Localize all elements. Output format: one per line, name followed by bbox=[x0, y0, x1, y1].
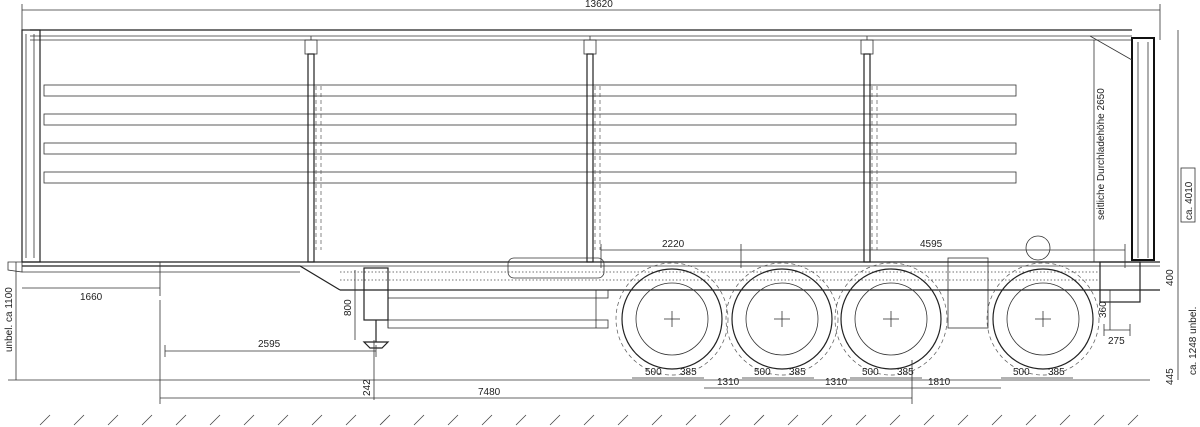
hatch-mark bbox=[243, 414, 255, 426]
dim-axle-gap-3: 1810 bbox=[928, 377, 951, 388]
hatch-mark bbox=[923, 414, 935, 426]
hatch-mark bbox=[1059, 414, 1071, 426]
dim-rear-overhang: 275 bbox=[1108, 336, 1125, 347]
side-stakes bbox=[304, 36, 878, 263]
stake-3 bbox=[860, 36, 878, 263]
dim-axle-spacing-b: 4595 bbox=[920, 239, 943, 250]
dim-rear-bumper-height: 360 bbox=[1098, 301, 1109, 318]
dim-wheel-1-a: 500 bbox=[645, 367, 662, 378]
hatch-mark bbox=[889, 414, 901, 426]
dim-wheel-3-a: 500 bbox=[862, 367, 879, 378]
hatch-mark bbox=[39, 414, 51, 426]
hatch-mark bbox=[1127, 414, 1139, 426]
stake-1 bbox=[304, 36, 322, 263]
hatch-mark bbox=[175, 414, 187, 426]
dimensions: 2220 4595 seitliche Durchladehöhe 2650 c… bbox=[4, 30, 1199, 404]
hatch-mark bbox=[141, 414, 153, 426]
hatch-mark bbox=[787, 414, 799, 426]
dim-total-height: ca. 4010 bbox=[1184, 181, 1195, 220]
dim-landing-gear-pos: 2595 bbox=[258, 339, 281, 350]
hatch-mark bbox=[957, 414, 969, 426]
hatch-mark bbox=[73, 414, 85, 426]
hatch-mark bbox=[753, 414, 765, 426]
dim-wheel-2-a: 500 bbox=[754, 367, 771, 378]
wheel-2 bbox=[725, 262, 839, 376]
hatch-mark bbox=[991, 414, 1003, 426]
hatch-mark bbox=[719, 414, 731, 426]
hatch-mark bbox=[413, 414, 425, 426]
dim-landing-gear-height: 800 bbox=[343, 299, 354, 316]
hatch-mark bbox=[583, 414, 595, 426]
dim-rear-frame: 400 bbox=[1165, 269, 1176, 286]
dim-fifth-wheel-height: unbel. ca 1100 bbox=[4, 287, 15, 352]
dim-frame-height: ca. 1248 unbel. bbox=[1188, 307, 1199, 375]
dim-rear-ground-clearance: 445 bbox=[1165, 368, 1176, 385]
dim-wheel-4-b: 385 bbox=[1048, 367, 1065, 378]
hatch-mark bbox=[1093, 414, 1105, 426]
hatch-mark bbox=[855, 414, 867, 426]
hatch-mark bbox=[685, 414, 697, 426]
hatch-mark bbox=[821, 414, 833, 426]
wheel-4 bbox=[986, 262, 1100, 376]
dim-wheel-2-b: 385 bbox=[789, 367, 806, 378]
hatch-mark bbox=[447, 414, 459, 426]
hatch-mark bbox=[311, 414, 323, 426]
dim-side-loading-height: seitliche Durchladehöhe 2650 bbox=[1096, 88, 1107, 220]
dim-axle-gap-1: 1310 bbox=[717, 377, 740, 388]
hatch-mark bbox=[481, 414, 493, 426]
wheel-3 bbox=[834, 262, 948, 376]
dim-ground-clearance-front: 242 bbox=[362, 379, 373, 396]
dim-axle-gap-2: 1310 bbox=[825, 377, 848, 388]
hatch-mark bbox=[617, 414, 629, 426]
hatch-mark bbox=[1025, 414, 1037, 426]
overall-length-dimension: 13620 bbox=[21, 0, 1161, 40]
wheel-1 bbox=[615, 262, 729, 376]
overall-length-label: 13620 bbox=[585, 0, 613, 10]
hatch-mark bbox=[107, 414, 119, 426]
hatch-mark bbox=[379, 414, 391, 426]
hatch-mark bbox=[277, 414, 289, 426]
hatch-mark bbox=[549, 414, 561, 426]
chassis-details bbox=[340, 235, 1141, 349]
hatch-mark bbox=[345, 414, 357, 426]
wheels bbox=[615, 262, 1100, 376]
hatch-mark bbox=[515, 414, 527, 426]
ground-hatching bbox=[39, 414, 1139, 426]
dim-wheel-3-b: 385 bbox=[897, 367, 914, 378]
stake-2 bbox=[583, 36, 601, 263]
dim-wheel-1-b: 385 bbox=[680, 367, 697, 378]
dim-front-to-axle: 7480 bbox=[478, 387, 501, 398]
dim-axle-spacing-a: 2220 bbox=[662, 239, 685, 250]
dim-kingpin-offset: 1660 bbox=[80, 292, 103, 303]
trailer-body bbox=[7, 29, 1160, 291]
hatch-mark bbox=[651, 414, 663, 426]
dim-wheel-4-a: 500 bbox=[1013, 367, 1030, 378]
hatch-mark bbox=[209, 414, 221, 426]
